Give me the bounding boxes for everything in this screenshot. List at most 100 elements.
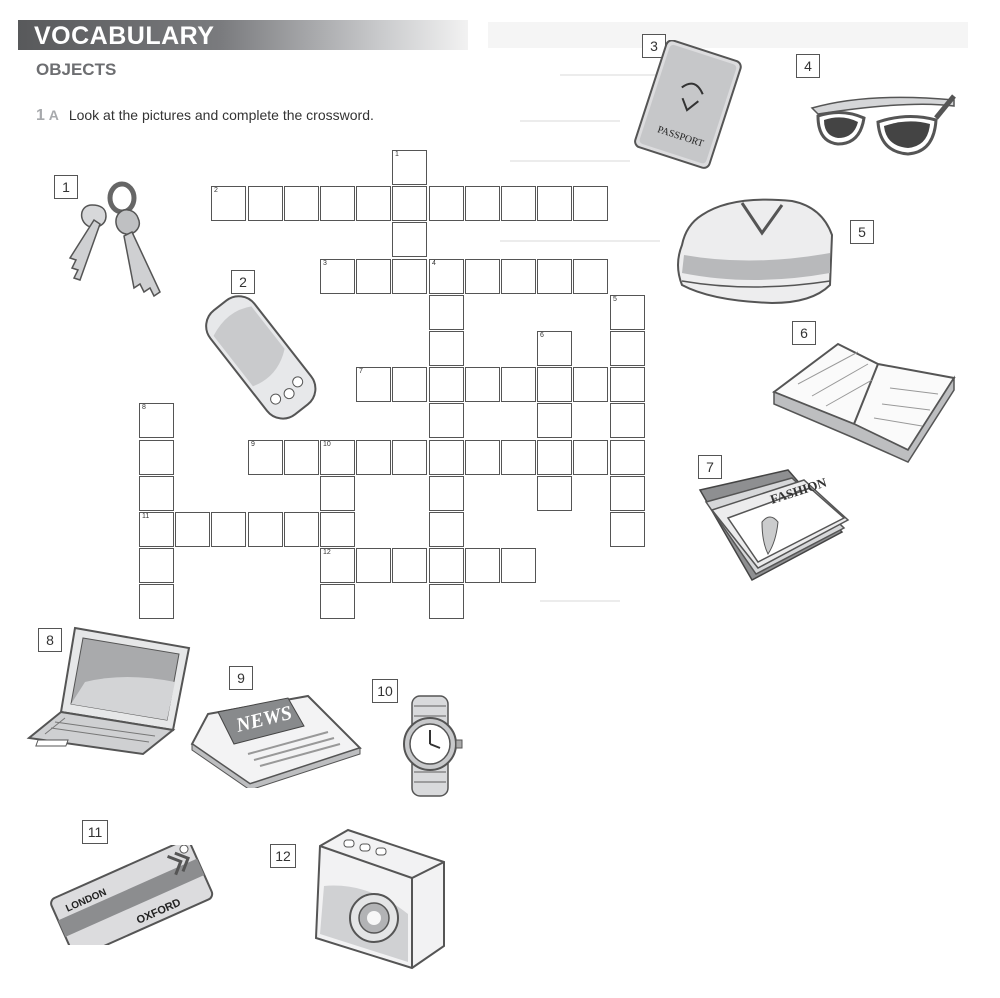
crossword-cell[interactable] bbox=[139, 476, 174, 511]
crossword-cell[interactable] bbox=[320, 512, 355, 547]
crossword-cell[interactable] bbox=[392, 367, 427, 402]
crossword-cell[interactable]: 8 bbox=[139, 403, 174, 438]
crossword-cell[interactable] bbox=[573, 259, 608, 294]
page-title: VOCABULARY bbox=[34, 22, 215, 50]
crossword-cell[interactable] bbox=[356, 186, 391, 221]
keys-icon bbox=[68, 181, 161, 298]
crossword-cell[interactable] bbox=[429, 440, 464, 475]
picture-label-7: 7 bbox=[698, 455, 722, 479]
crossword-cell[interactable] bbox=[573, 440, 608, 475]
crossword-cell[interactable] bbox=[501, 367, 536, 402]
crossword-cell[interactable] bbox=[356, 259, 391, 294]
crossword-cell[interactable] bbox=[610, 512, 645, 547]
crossword-cell[interactable] bbox=[501, 548, 536, 583]
crossword-cell[interactable] bbox=[429, 186, 464, 221]
crossword-cell[interactable]: 12 bbox=[320, 548, 355, 583]
crossword-cell[interactable] bbox=[429, 476, 464, 511]
crossword-cell[interactable] bbox=[392, 440, 427, 475]
crossword-cell[interactable] bbox=[610, 331, 645, 366]
crossword-cell[interactable] bbox=[501, 186, 536, 221]
crossword-cell[interactable]: 3 bbox=[320, 259, 355, 294]
crossword-cell[interactable] bbox=[139, 584, 174, 619]
crossword-cell[interactable] bbox=[320, 476, 355, 511]
crossword-cell[interactable] bbox=[429, 403, 464, 438]
crossword-cell[interactable] bbox=[610, 476, 645, 511]
crossword-cell[interactable] bbox=[284, 440, 319, 475]
crossword-cell[interactable] bbox=[465, 440, 500, 475]
exercise-number: 1 bbox=[36, 107, 45, 124]
crossword-cell[interactable]: 5 bbox=[610, 295, 645, 330]
crossword-cell[interactable] bbox=[284, 186, 319, 221]
crossword-cell[interactable] bbox=[284, 512, 319, 547]
clue-number: 12 bbox=[323, 549, 331, 556]
magazines-icon: FASHION bbox=[698, 469, 850, 582]
crossword-cell[interactable] bbox=[429, 367, 464, 402]
crossword-cell[interactable] bbox=[429, 331, 464, 366]
passport-icon: PASSPORT bbox=[634, 40, 742, 169]
crossword-cell[interactable] bbox=[139, 548, 174, 583]
crossword-cell[interactable] bbox=[248, 186, 283, 221]
crossword-cell[interactable] bbox=[537, 259, 572, 294]
crossword-cell[interactable] bbox=[537, 367, 572, 402]
crossword-cell[interactable] bbox=[610, 403, 645, 438]
exercise-sub-letter: A bbox=[48, 107, 59, 123]
crossword-cell[interactable] bbox=[610, 367, 645, 402]
crossword-cell[interactable] bbox=[320, 584, 355, 619]
crossword-cell[interactable] bbox=[465, 367, 500, 402]
crossword-cell[interactable] bbox=[537, 403, 572, 438]
instruction-text: Look at the pictures and complete the cr… bbox=[68, 107, 374, 123]
crossword-cell[interactable] bbox=[537, 440, 572, 475]
crossword-cell[interactable] bbox=[429, 548, 464, 583]
crossword-cell[interactable] bbox=[429, 295, 464, 330]
crossword-cell[interactable] bbox=[248, 512, 283, 547]
crossword-cell[interactable] bbox=[610, 440, 645, 475]
clue-number: 8 bbox=[142, 404, 146, 411]
crossword-cell[interactable] bbox=[501, 259, 536, 294]
crossword-cell[interactable]: 11 bbox=[139, 512, 174, 547]
picture-label-4: 4 bbox=[796, 54, 820, 78]
crossword-cell[interactable]: 7 bbox=[356, 367, 391, 402]
crossword-cell[interactable] bbox=[211, 512, 246, 547]
crossword-cell[interactable]: 9 bbox=[248, 440, 283, 475]
crossword-cell[interactable] bbox=[465, 186, 500, 221]
crossword-cell[interactable] bbox=[465, 548, 500, 583]
picture-label-10: 10 bbox=[372, 679, 398, 703]
crossword-cell[interactable]: 4 bbox=[429, 259, 464, 294]
header-band bbox=[18, 20, 468, 50]
crossword-cell[interactable] bbox=[573, 367, 608, 402]
faded-line bbox=[510, 160, 630, 162]
crossword-cell[interactable] bbox=[392, 186, 427, 221]
crossword-cell[interactable] bbox=[537, 476, 572, 511]
sunglasses-icon bbox=[810, 94, 956, 156]
crossword-cell[interactable]: 6 bbox=[537, 331, 572, 366]
crossword-cell[interactable] bbox=[465, 259, 500, 294]
exercise-instruction: 1 A Look at the pictures and complete th… bbox=[36, 107, 374, 125]
crossword-cell[interactable] bbox=[356, 440, 391, 475]
picture-label-3: 3 bbox=[642, 34, 666, 58]
newspaper-icon: NEWS bbox=[190, 694, 362, 788]
mobile-phone-icon bbox=[205, 295, 317, 420]
picture-label-1: 1 bbox=[54, 175, 78, 199]
crossword-cell[interactable] bbox=[429, 512, 464, 547]
clue-number: 5 bbox=[613, 296, 617, 303]
crossword-cell[interactable] bbox=[320, 186, 355, 221]
crossword-cell[interactable] bbox=[429, 584, 464, 619]
crossword-cell[interactable] bbox=[573, 186, 608, 221]
diary-icon bbox=[771, 342, 956, 463]
crossword-cell[interactable]: 10 bbox=[320, 440, 355, 475]
clue-number: 7 bbox=[359, 368, 363, 375]
picture-label-12: 12 bbox=[270, 844, 296, 868]
picture-label-2: 2 bbox=[231, 270, 255, 294]
crossword-cell[interactable] bbox=[537, 186, 572, 221]
crossword-cell[interactable] bbox=[392, 222, 427, 257]
crossword-cell[interactable]: 2 bbox=[211, 186, 246, 221]
crossword-cell[interactable] bbox=[139, 440, 174, 475]
crossword-cell[interactable] bbox=[356, 548, 391, 583]
crossword-cell[interactable] bbox=[175, 512, 210, 547]
sweater-icon bbox=[677, 198, 834, 305]
crossword-cell[interactable] bbox=[501, 440, 536, 475]
crossword-cell[interactable] bbox=[392, 259, 427, 294]
crossword-cell[interactable]: 1 bbox=[392, 150, 427, 185]
crossword-cell[interactable] bbox=[392, 548, 427, 583]
